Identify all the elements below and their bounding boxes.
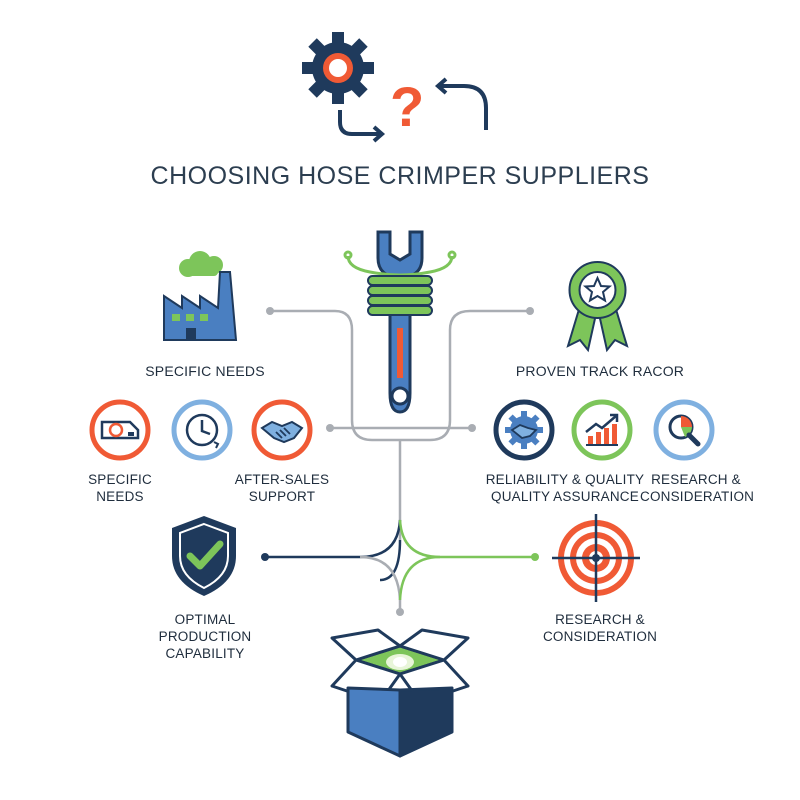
connector-target: [398, 519, 535, 559]
shield-check-icon: [172, 516, 236, 596]
magnifier-chart-icon: [653, 399, 715, 461]
connector-dot: [326, 424, 334, 432]
label-specific-needs: SPECIFIC NEEDS: [88, 472, 152, 504]
award-ribbon-icon: [566, 261, 629, 353]
factory-icon: [163, 251, 238, 341]
label-after-sales-support: AFTER-SALES SUPPORT: [234, 472, 330, 504]
growth-chart-icon: [571, 399, 633, 461]
handshake-icon: [251, 399, 313, 461]
connector-dot: [266, 307, 274, 315]
connector-shield: [265, 519, 402, 559]
connector-award: [448, 309, 530, 420]
label-research-consideration-bottom: RESEARCH & CONSIDERATION: [542, 612, 658, 644]
label-specific-needs-top: SPECIFIC NEEDS: [145, 363, 265, 379]
gear-handshake-icon: [493, 399, 555, 461]
target-icon: [552, 514, 640, 602]
connector-factory: [270, 309, 354, 420]
wrench-icon: [343, 230, 457, 414]
label-optimal-production-capability: OPTIMAL PRODUCTION CAPABILITY: [158, 612, 252, 661]
tape-measure-icon: [89, 399, 151, 461]
label-reliability-quality: RELIABILITY & QUALITY QUALITY ASSURANCE: [485, 472, 645, 504]
svg-text:?: ?: [390, 75, 424, 138]
page-title: CHOOSING HOSE CRIMPER SUPPLIERS: [150, 162, 650, 190]
label-research-consideration-top: RESEARCH & CONSIDERATION: [640, 472, 755, 504]
connector-dot: [526, 307, 534, 315]
gear-question-cycle-icon: ?: [302, 32, 488, 143]
label-proven-track: PROVEN TRACK RACOR: [515, 363, 685, 379]
open-box-icon: [330, 628, 470, 758]
clock-icon: [171, 399, 233, 461]
connector-dot: [468, 424, 476, 432]
